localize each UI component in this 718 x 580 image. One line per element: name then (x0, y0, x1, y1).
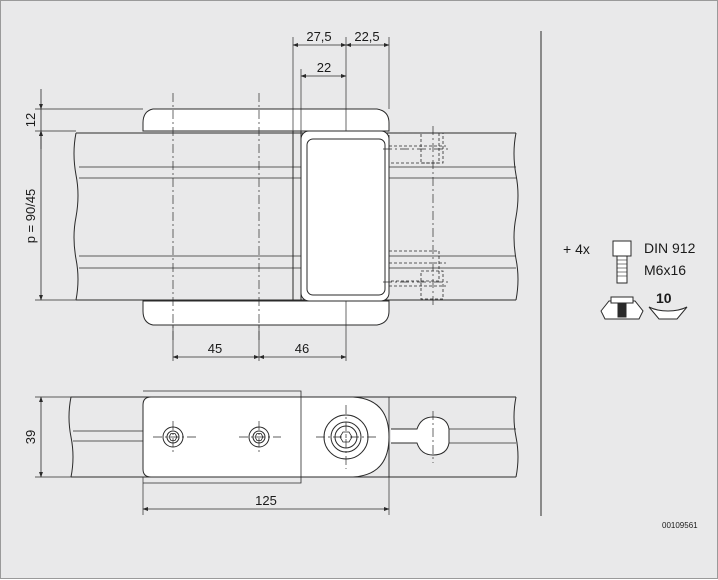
profile-left (73, 132, 519, 301)
screw-size-label: M6x16 (644, 262, 686, 278)
nut-size-label: 10 (656, 290, 672, 306)
dim-46: 46 (295, 341, 309, 356)
dim-12: 12 (23, 113, 38, 127)
screw-standard-label: DIN 912 (644, 240, 696, 256)
dimension-lines-top (39, 43, 390, 359)
dim-pitch: p = 90/45 (23, 189, 38, 244)
dim-27-5: 27,5 (306, 29, 331, 44)
screw-icon (612, 240, 632, 284)
center-lines (172, 93, 451, 341)
dim-125: 125 (255, 493, 277, 508)
dimension-lines-side (39, 396, 390, 511)
hinge-bottom-flange (142, 300, 390, 326)
slot-nut-icon (600, 296, 644, 320)
hidden-screws (388, 132, 446, 300)
side-view (35, 390, 519, 515)
nut-profile-icon (648, 306, 688, 320)
dim-39: 39 (23, 430, 38, 444)
drawing-code: 00109561 (662, 521, 698, 530)
hinge-top-flange (142, 108, 390, 132)
dim-22-5: 22,5 (354, 29, 379, 44)
dim-45: 45 (208, 341, 222, 356)
dim-22: 22 (317, 60, 331, 75)
quantity-label: + 4x (563, 241, 590, 257)
top-view (35, 37, 519, 361)
